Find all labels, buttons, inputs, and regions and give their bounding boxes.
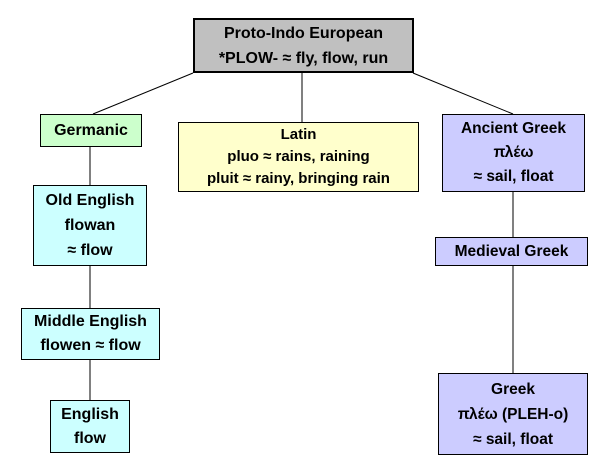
greek-gloss: ≈ sail, float	[473, 430, 553, 448]
latin-gloss-1: pluo ≈ rains, raining	[227, 148, 370, 165]
old-english-word: flowan	[64, 217, 116, 234]
medieval-greek-title: Medieval Greek	[454, 242, 569, 260]
latin-title: Latin	[280, 126, 317, 143]
ancient-greek-word: πλέω	[493, 144, 534, 161]
pie-title: Proto-Indo European	[223, 24, 384, 42]
node-latin: Latin pluo ≈ rains, raining pluit ≈ rain…	[178, 122, 419, 192]
latin-gloss-2: pluit ≈ rainy, bringing rain	[207, 170, 390, 187]
greek-title: Greek	[491, 380, 535, 398]
old-english-title: Old English	[45, 192, 135, 209]
node-medieval-greek: Medieval Greek	[435, 237, 588, 266]
node-middle-english: Middle English flowen ≈ flow	[21, 308, 160, 360]
node-proto-indo-european: Proto-Indo European *PLOW- ≈ fly, flow, …	[193, 18, 414, 73]
node-ancient-greek: Ancient Greek πλέω ≈ sail, float	[442, 114, 585, 192]
english-title: English	[61, 405, 119, 423]
edge-pie-ancient-greek	[412, 72, 514, 115]
node-old-english: Old English flowan ≈ flow	[33, 185, 147, 266]
node-germanic: Germanic	[40, 114, 142, 147]
node-greek: Greek πλέω (PLEH-o) ≈ sail, float	[438, 373, 588, 455]
node-english: English flow	[50, 400, 130, 453]
edge-pie-germanic	[92, 72, 194, 115]
old-english-gloss: ≈ flow	[67, 242, 113, 259]
middle-english-title: Middle English	[34, 313, 147, 330]
middle-english-gloss: flowen ≈ flow	[40, 337, 141, 354]
greek-word: πλέω (PLEH-o)	[457, 405, 569, 423]
pie-gloss: *PLOW- ≈ fly, flow, run	[218, 49, 389, 67]
ancient-greek-gloss: ≈ sail, float	[473, 168, 554, 185]
ancient-greek-title: Ancient Greek	[460, 120, 567, 137]
germanic-title: Germanic	[54, 121, 128, 139]
english-word: flow	[74, 429, 106, 447]
